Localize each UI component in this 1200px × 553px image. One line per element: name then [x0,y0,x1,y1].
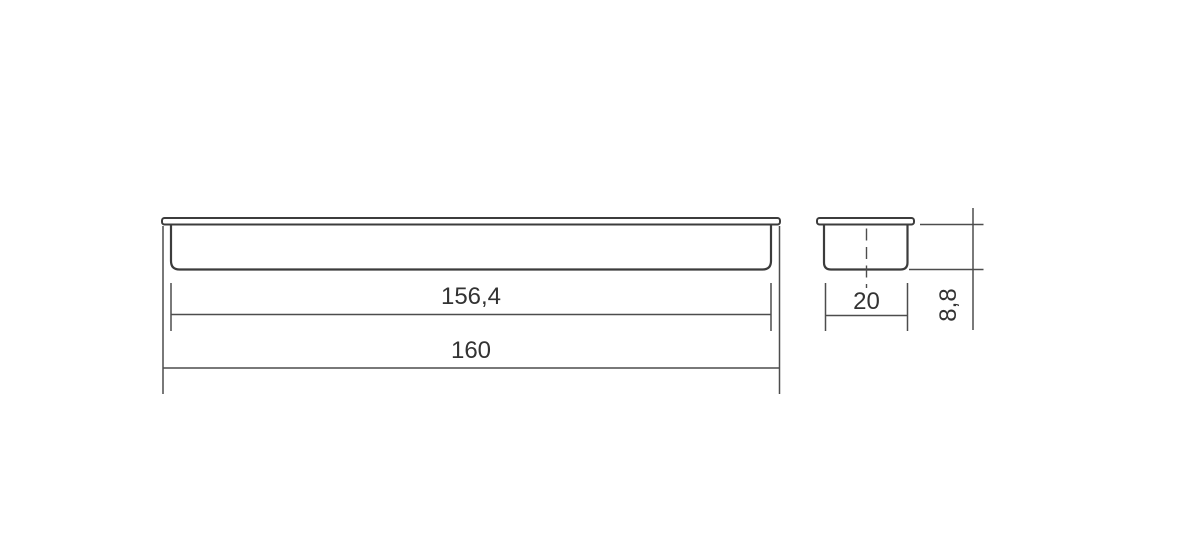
front-view-flange [161,217,781,226]
front-view [161,217,781,271]
side-view [816,217,915,288]
dimension-side-width: 20 [824,283,909,331]
front-view-body [169,224,773,271]
dimension-front-overall-width: 160 [162,226,781,394]
dimension-label-front-overall-width: 160 [451,337,491,364]
dimension-label-side-depth: 8,8 [935,288,962,321]
side-view-flange [816,217,915,226]
side-view-body [822,224,909,271]
dimension-label-side-width: 20 [853,288,880,315]
dimension-side-depth: 8,8 [909,208,984,330]
dimension-label-front-inner-width: 156,4 [441,283,501,310]
dimension-front-inner-width: 156,4 [170,283,772,331]
